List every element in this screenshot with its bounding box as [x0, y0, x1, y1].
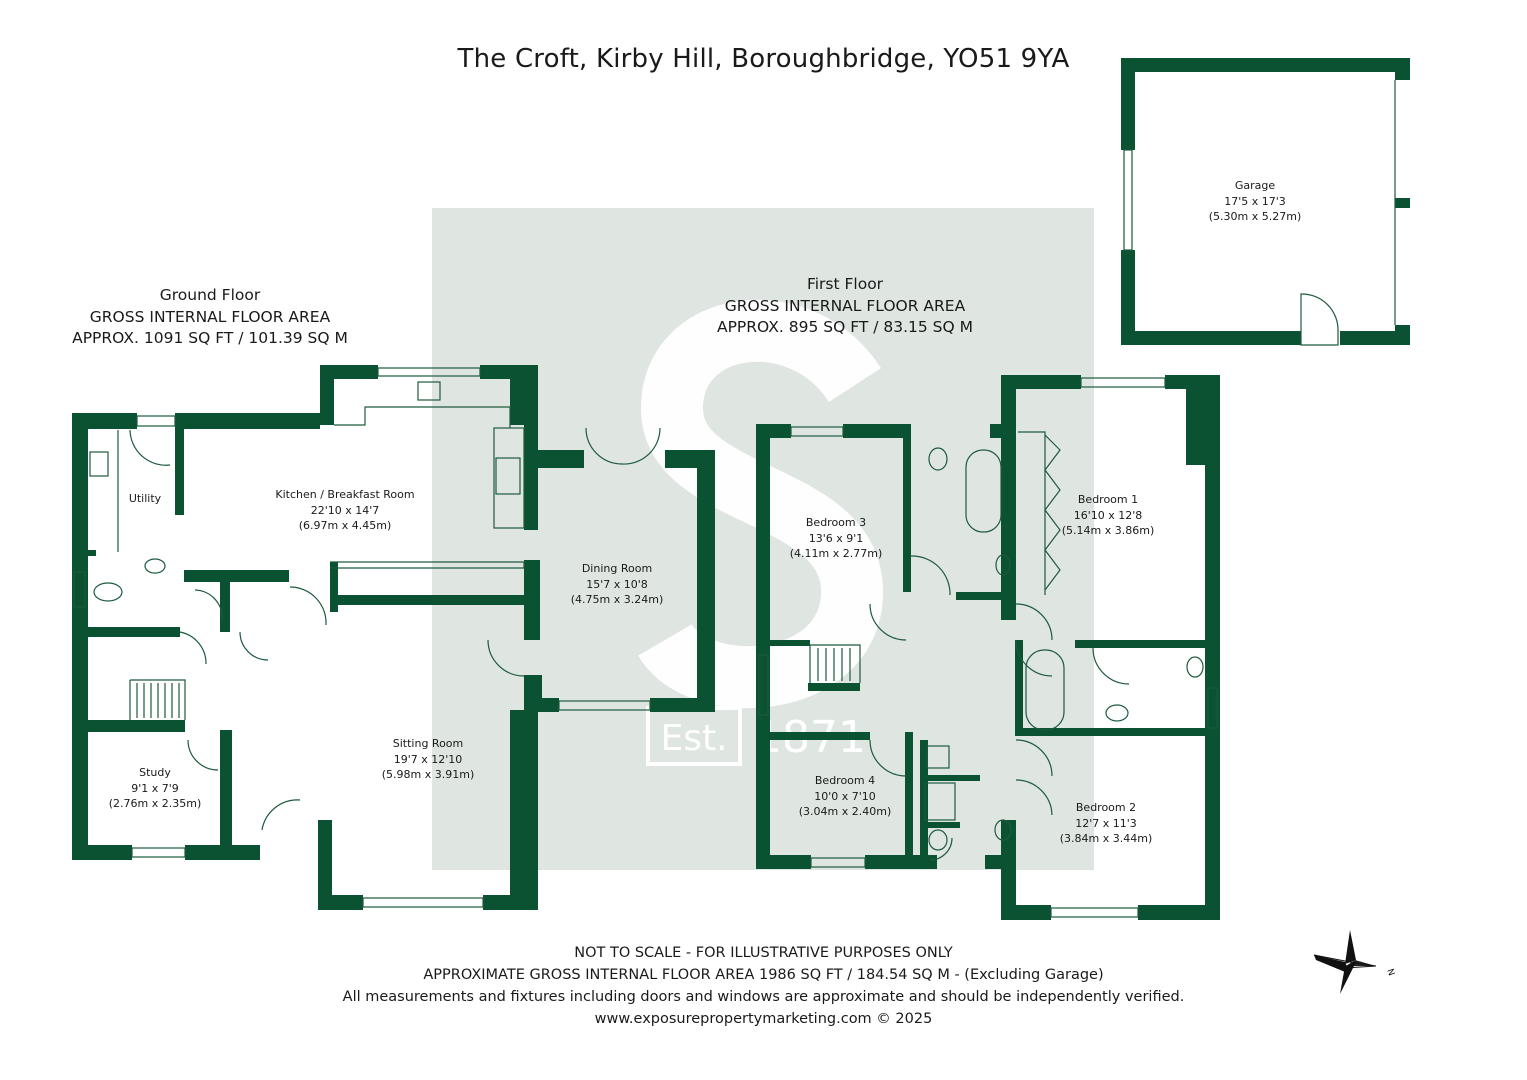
- room-metric: (3.84m x 3.44m): [1059, 832, 1153, 845]
- room-metric: (5.30m x 5.27m): [1208, 210, 1302, 223]
- ground-floor-walls: [72, 365, 715, 910]
- room-name: Dining Room: [581, 562, 653, 575]
- room-imperial: 10'0 x 7'10: [814, 789, 876, 803]
- room-name: Sitting Room: [392, 737, 464, 750]
- first-floor-heading: First Floor GROSS INTERNAL FLOOR AREA AP…: [700, 274, 990, 339]
- room-imperial: 16'10 x 12'8: [1073, 508, 1143, 522]
- ground-floor-details: [73, 367, 661, 908]
- footer-total-area: APPROXIMATE GROSS INTERNAL FLOOR AREA 19…: [423, 967, 1104, 983]
- room-imperial: 9'1 x 7'9: [131, 781, 179, 795]
- first-floor-name: First Floor: [806, 275, 884, 293]
- garage-walls: [1121, 58, 1410, 345]
- first-floor-area-label: GROSS INTERNAL FLOOR AREA: [724, 296, 966, 315]
- room-name: Study: [139, 766, 171, 779]
- watermark-est-text: Est.: [660, 718, 727, 759]
- room-imperial: 19'7 x 12'10: [393, 752, 463, 766]
- room-dining: Dining Room 15'7 x 10'8 (4.75m x 3.24m): [557, 561, 677, 608]
- room-name: Bedroom 1: [1077, 493, 1139, 506]
- room-name: Kitchen / Breakfast Room: [275, 488, 415, 501]
- room-name: Bedroom 4: [814, 774, 876, 787]
- room-name: Bedroom 2: [1075, 801, 1137, 814]
- compass-north-label: N: [1384, 968, 1396, 978]
- room-bedroom-2: Bedroom 2 12'7 x 11'3 (3.84m x 3.44m): [1056, 800, 1156, 847]
- footer-disclaimer: NOT TO SCALE - FOR ILLUSTRATIVE PURPOSES…: [574, 945, 953, 961]
- ground-floor-name: Ground Floor: [159, 286, 261, 304]
- first-floor-area: APPROX. 895 SQ FT / 83.15 SQ M: [716, 318, 974, 336]
- footer-website: www.exposurepropertymarketing.com © 2025: [594, 1011, 933, 1027]
- room-metric: (2.76m x 2.35m): [108, 797, 202, 810]
- first-floor-details: [758, 377, 1218, 918]
- room-bedroom-3: Bedroom 3 13'6 x 9'1 (4.11m x 2.77m): [786, 515, 886, 562]
- room-metric: (4.75m x 3.24m): [570, 593, 664, 606]
- ground-floor-area-label: GROSS INTERNAL FLOOR AREA: [89, 307, 331, 326]
- room-bedroom-1: Bedroom 1 16'10 x 12'8 (5.14m x 3.86m): [1058, 492, 1158, 539]
- room-name: Garage: [1234, 179, 1276, 192]
- room-metric: (5.14m x 3.86m): [1061, 524, 1155, 537]
- room-imperial: 22'10 x 14'7: [310, 503, 380, 517]
- room-imperial: 13'6 x 9'1: [808, 531, 864, 545]
- room-metric: (4.11m x 2.77m): [789, 547, 883, 560]
- garage-details: [1123, 80, 1396, 346]
- room-utility: Utility: [110, 491, 180, 507]
- room-imperial: 15'7 x 10'8: [586, 577, 648, 591]
- ground-floor-heading: Ground Floor GROSS INTERNAL FLOOR AREA A…: [70, 285, 350, 350]
- room-metric: (5.98m x 3.91m): [381, 768, 475, 781]
- room-sitting: Sitting Room 19'7 x 12'10 (5.98m x 3.91m…: [368, 736, 488, 783]
- room-name: Utility: [128, 492, 162, 505]
- footer-measurement-note: All measurements and fixtures including …: [342, 989, 1185, 1005]
- ground-floor-area: APPROX. 1091 SQ FT / 101.39 SQ M: [72, 329, 348, 347]
- room-metric: (3.04m x 2.40m): [798, 805, 892, 818]
- footer-notes: NOT TO SCALE - FOR ILLUSTRATIVE PURPOSES…: [0, 942, 1527, 1030]
- room-study: Study 9'1 x 7'9 (2.76m x 2.35m): [105, 765, 205, 812]
- room-kitchen: Kitchen / Breakfast Room 22'10 x 14'7 (6…: [255, 487, 435, 534]
- room-name: Bedroom 3: [805, 516, 867, 529]
- room-imperial: 12'7 x 11'3: [1075, 816, 1137, 830]
- page-title: The Croft, Kirby Hill, Boroughbridge, YO…: [457, 44, 1070, 74]
- room-imperial: 17'5 x 17'3: [1224, 194, 1286, 208]
- room-garage: Garage 17'5 x 17'3 (5.30m x 5.27m): [1205, 178, 1305, 225]
- room-bedroom-4: Bedroom 4 10'0 x 7'10 (3.04m x 2.40m): [795, 773, 895, 820]
- room-metric: (6.97m x 4.45m): [298, 519, 392, 532]
- first-floor-walls: [756, 375, 1220, 920]
- compass-rose-icon: [1313, 930, 1377, 994]
